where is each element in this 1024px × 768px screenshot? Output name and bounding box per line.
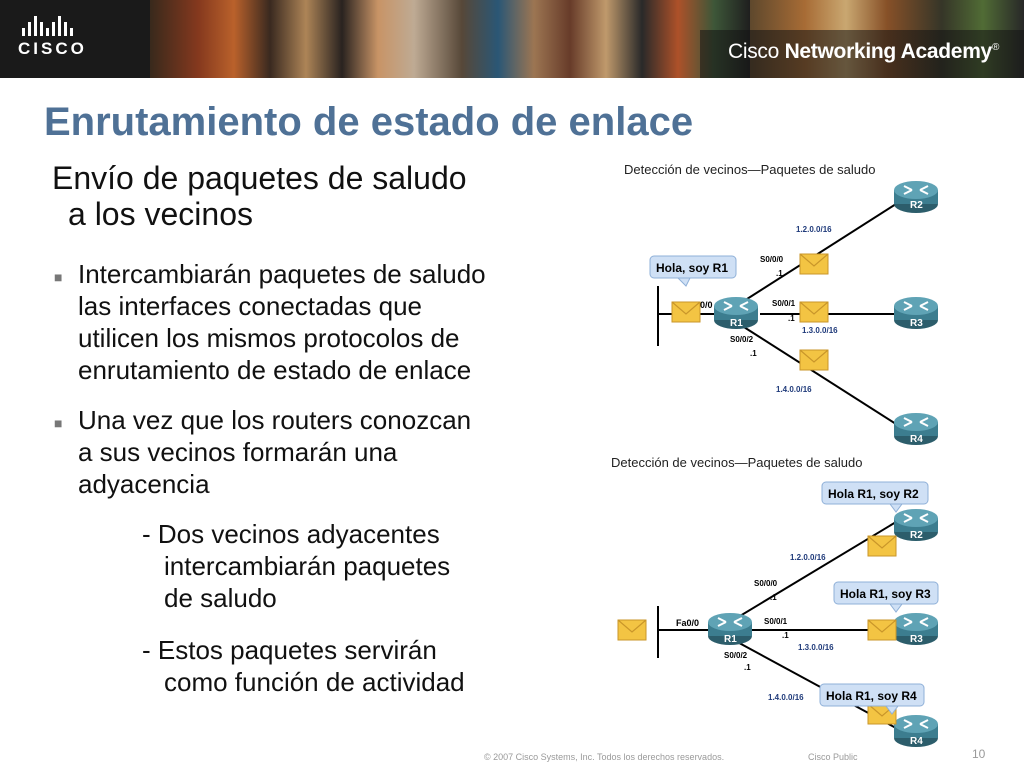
envelope-icon bbox=[799, 349, 829, 371]
footer-classification: Cisco Public bbox=[808, 752, 858, 762]
sub-item-line: de saludo bbox=[164, 583, 277, 613]
router-label: R1 bbox=[724, 634, 737, 645]
router-label: R4 bbox=[910, 736, 923, 747]
callout-pointer bbox=[885, 705, 899, 715]
iface-label: S0/0/2 bbox=[724, 651, 748, 660]
cisco-logo: CISCO bbox=[18, 14, 87, 59]
envelope-icon bbox=[671, 301, 701, 323]
host-label: .1 bbox=[782, 631, 789, 640]
iface-label: S0/0/2 bbox=[730, 335, 754, 344]
sub-item-line: intercambiarán paquetes bbox=[164, 551, 451, 581]
callout-text: Hola R1, soy R4 bbox=[826, 689, 917, 703]
callout-pointer bbox=[676, 277, 691, 287]
callout-text: Hola, soy R1 bbox=[656, 261, 728, 275]
cisco-wordmark: CISCO bbox=[18, 39, 87, 58]
bullet-line: utilicen los mismos protocolos de bbox=[78, 323, 460, 353]
envelope-icon bbox=[617, 619, 647, 641]
diagram-bottom: R1 R2 R3 R4 Fa0/0 S0/0/0 .1 S0/0/1 .1 S0… bbox=[617, 481, 939, 748]
envelope-icon bbox=[799, 253, 829, 275]
callout-pointer bbox=[889, 603, 903, 613]
academy-prefix: Cisco bbox=[728, 40, 780, 63]
bullet-square-icon: ■ bbox=[54, 415, 63, 431]
sub-item-line: como función de actividad bbox=[164, 667, 465, 697]
host-label: .1 bbox=[788, 314, 795, 323]
host-label: .1 bbox=[750, 349, 757, 358]
host-label: .1 bbox=[770, 593, 777, 602]
diagram-bottom-title: Detección de vecinos—Paquetes de saludo bbox=[611, 455, 863, 470]
sub-item: - Dos vecinos adyacentes intercambiarán … bbox=[142, 518, 562, 614]
sub-item-line: - Dos vecinos adyacentes bbox=[142, 519, 440, 549]
academy-name: Networking Academy bbox=[784, 40, 993, 63]
network-label: 1.3.0.0/16 bbox=[802, 326, 838, 335]
cisco-bridge-icon bbox=[22, 14, 87, 36]
callout-text: Hola R1, soy R3 bbox=[840, 587, 931, 601]
subtitle-line-1: Envío de paquetes de saludo bbox=[52, 160, 467, 196]
bullet-line: a sus vecinos formarán una bbox=[78, 437, 398, 467]
callout-text: Hola R1, soy R2 bbox=[828, 487, 919, 501]
bullet-line: Una vez que los routers conozcan bbox=[78, 405, 472, 435]
bullet-line: las interfaces conectadas que bbox=[78, 291, 422, 321]
header-banner: CISCO Cisco Networking Academy® bbox=[0, 0, 1024, 78]
network-label: 1.2.0.0/16 bbox=[796, 225, 832, 234]
callout-bubble bbox=[649, 255, 737, 279]
bullet-line: Intercambiarán paquetes de saludo bbox=[78, 259, 486, 289]
iface-label: S0/0/1 bbox=[764, 617, 788, 626]
page-number: 10 bbox=[972, 747, 986, 761]
network-label: 1.4.0.0/16 bbox=[776, 385, 812, 394]
iface-label: Fa0/0 bbox=[676, 618, 699, 628]
callout-bubble bbox=[833, 581, 939, 605]
bullet-line: enrutamiento de estado de enlace bbox=[78, 355, 472, 385]
envelope-icon bbox=[867, 535, 897, 557]
callout-bubble bbox=[821, 481, 929, 505]
bullet-line: adyacencia bbox=[78, 469, 210, 499]
iface-label: S0/0/0 bbox=[760, 255, 784, 264]
router-label: R2 bbox=[910, 200, 923, 211]
host-label: .1 bbox=[744, 663, 751, 672]
router-label: R2 bbox=[910, 530, 923, 541]
banner-dark-overlay bbox=[700, 30, 1024, 78]
footer-copyright: © 2007 Cisco Systems, Inc. Todos los der… bbox=[484, 752, 725, 762]
network-label: 1.2.0.0/16 bbox=[790, 553, 826, 562]
bullet-square-icon: ■ bbox=[54, 269, 63, 285]
sub-item: - Estos paquetes servirán como función d… bbox=[142, 634, 562, 698]
callout-bubble bbox=[819, 683, 925, 707]
subtitle-line-2: a los vecinos bbox=[68, 196, 253, 232]
envelope-icon bbox=[799, 301, 829, 323]
iface-label: S0/0/0 bbox=[754, 579, 778, 588]
router-label: R3 bbox=[910, 318, 923, 329]
host-label: .1 bbox=[776, 269, 783, 278]
link-r1-r4 bbox=[735, 321, 897, 425]
iface-label: 0/0 bbox=[700, 300, 713, 310]
registered-mark: ® bbox=[991, 42, 1000, 53]
academy-brand: Cisco Networking Academy® bbox=[728, 40, 999, 64]
network-label: 1.3.0.0/16 bbox=[798, 643, 834, 652]
slide-subtitle: Envío de paquetes de saludo a los vecino… bbox=[52, 160, 582, 232]
banner-photo-strip bbox=[150, 0, 750, 78]
diagram-top-title: Detección de vecinos—Paquetes de saludo bbox=[624, 162, 876, 177]
diagram-top: R1 R2 R3 R4 0/0 S0/0/0 .1 S0/0/1 .1 S0/0… bbox=[649, 180, 939, 446]
envelope-icon bbox=[867, 619, 897, 641]
router-label: R4 bbox=[910, 434, 923, 445]
bullet-item: ■ Una vez que los routers conozcan a sus… bbox=[52, 404, 592, 500]
router-label: R3 bbox=[910, 634, 923, 645]
network-label: 1.4.0.0/16 bbox=[768, 693, 804, 702]
iface-label: S0/0/1 bbox=[772, 299, 796, 308]
bullet-item: ■ Intercambiarán paquetes de saludo las … bbox=[52, 258, 592, 386]
callout-pointer bbox=[889, 503, 903, 513]
slide-title: Enrutamiento de estado de enlace bbox=[44, 100, 694, 144]
router-label: R1 bbox=[730, 318, 743, 329]
sub-item-line: - Estos paquetes servirán bbox=[142, 635, 437, 665]
